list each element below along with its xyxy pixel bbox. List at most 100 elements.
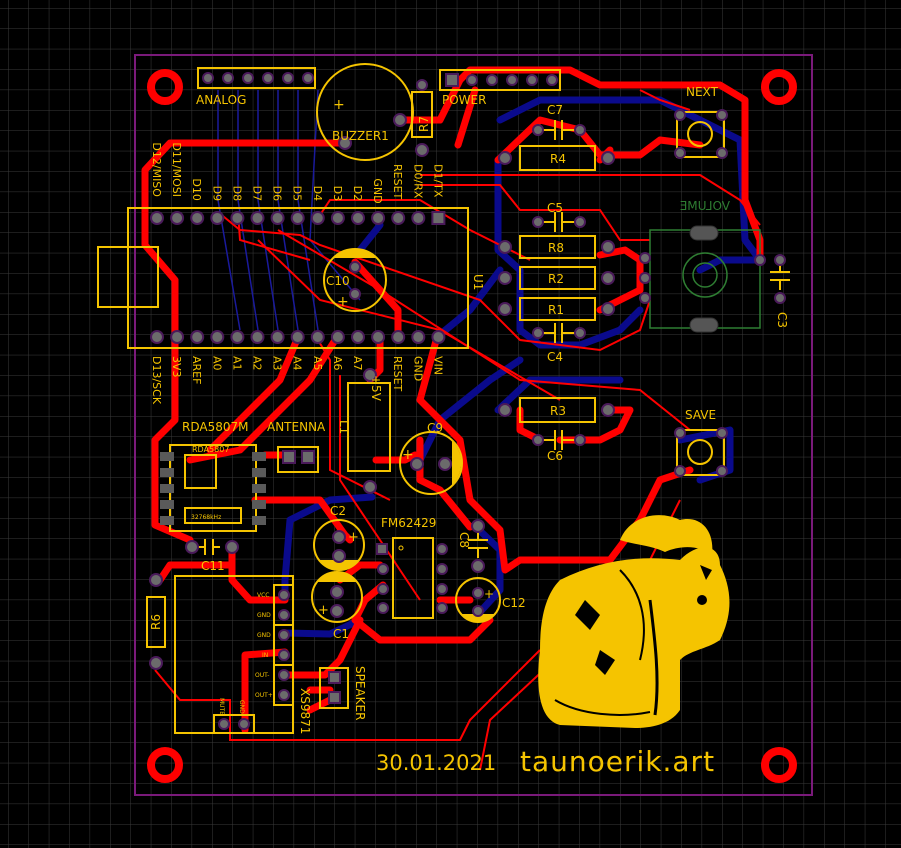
- top-pin-label: D10: [190, 178, 203, 200]
- top-pin-label: D11/MOSI: [170, 142, 183, 197]
- capacitor-c1[interactable]: C1 +: [311, 571, 363, 641]
- c2-label: C2: [330, 504, 346, 518]
- resistor-r4[interactable]: R4: [498, 145, 615, 171]
- resistor-r7[interactable]: R7: [411, 79, 433, 157]
- next-button[interactable]: NEXT: [674, 85, 728, 159]
- svg-text:+: +: [348, 530, 359, 545]
- capacitor-c12[interactable]: + C12: [455, 577, 526, 623]
- capacitor-c6[interactable]: C6: [532, 430, 586, 463]
- resistor-r6[interactable]: R6: [146, 573, 166, 670]
- analog-header[interactable]: ANALOG: [196, 67, 316, 107]
- bottom-pin-label: A6: [331, 356, 344, 371]
- save-label: SAVE: [685, 408, 716, 422]
- svg-text:+: +: [337, 294, 349, 310]
- capacitor-c4[interactable]: C4: [532, 323, 586, 364]
- r6-label: R6: [149, 614, 163, 630]
- pin-pad: [250, 330, 265, 344]
- xs9871-amplifier-module[interactable]: VCC GND GND IN OUT- OUT+ MUTE GND XS9871: [174, 575, 312, 734]
- pin-pad: [310, 211, 325, 225]
- mounting-hole-icon: [147, 69, 183, 105]
- pin-pad: [190, 211, 205, 225]
- capacitor-c3[interactable]: C3: [754, 254, 790, 328]
- buzzer-label: BUZZER1: [332, 129, 389, 143]
- resistor-r3[interactable]: R3: [498, 397, 615, 423]
- usb-connector: [97, 246, 159, 308]
- pin-pad: [190, 330, 205, 344]
- top-pin-label: D8: [230, 186, 243, 201]
- pin-pad: [411, 330, 426, 344]
- bottom-pin-label: 3V3: [170, 356, 183, 378]
- capacitor-c8[interactable]: C8: [457, 519, 488, 573]
- c9-label: C9: [427, 421, 443, 435]
- c11-label: C11: [201, 559, 225, 573]
- top-pin-label: D5: [291, 186, 304, 201]
- pin-pad: [431, 330, 446, 344]
- bottom-pin-label: GND: [411, 356, 424, 381]
- bottom-pin-label: D13/SCK: [150, 356, 163, 405]
- mounting-hole-icon: [147, 747, 183, 783]
- pin-gnd3-label: GND: [238, 700, 245, 714]
- volume-potentiometer[interactable]: VOLUME: [639, 199, 761, 333]
- svg-text:+: +: [484, 587, 494, 601]
- save-button[interactable]: SAVE: [674, 408, 728, 477]
- top-pin-label: D1/TX: [431, 164, 444, 198]
- top-pin-label: D7: [251, 186, 264, 201]
- antenna-connector[interactable]: [277, 446, 319, 473]
- capacitor-c10[interactable]: C10 +: [323, 248, 387, 312]
- capacitor-c9[interactable]: C9 +: [399, 421, 463, 495]
- antenna-label: ANTENNA: [267, 420, 326, 434]
- rda5807m-module[interactable]: RDA5807M ANTENNA RDA5807 32768kHz: [160, 420, 326, 532]
- date-label: 30.01.2021: [376, 751, 496, 775]
- bottom-pin-label: A2: [251, 356, 264, 371]
- pin-pad: [170, 211, 185, 225]
- pin-pad: [330, 211, 345, 225]
- top-pin-label: D9: [210, 186, 223, 201]
- c10-label: C10: [326, 274, 350, 288]
- c5-label: C5: [547, 201, 563, 215]
- power-header[interactable]: POWER: [439, 69, 561, 107]
- bottom-pin-label: A1: [230, 356, 243, 371]
- pin-pad: [371, 211, 386, 225]
- resistor-r1[interactable]: R1: [498, 297, 615, 321]
- pin-out-minus-label: OUT-: [255, 672, 269, 679]
- speaker-connector[interactable]: SPEAKER: [319, 666, 367, 720]
- analog-label: ANALOG: [196, 93, 246, 107]
- pin-vcc-label: VCC: [257, 592, 269, 599]
- bottom-pin-label: A4: [291, 356, 304, 371]
- capacitor-c7[interactable]: C7: [532, 103, 586, 140]
- resistor-r2[interactable]: R2: [498, 266, 615, 290]
- pin-pad: [310, 330, 325, 344]
- capacitor-c5[interactable]: C5: [532, 201, 586, 232]
- speaker-label: SPEAKER: [353, 666, 367, 720]
- capacitor-c2[interactable]: C2 +: [313, 504, 365, 571]
- bottom-pin-label: A3: [271, 356, 284, 371]
- rda5807-chip-label: RDA5807: [192, 445, 229, 454]
- bottom-pin-label: A0: [210, 356, 223, 371]
- mounting-hole-icon: [761, 69, 797, 105]
- fm62429-label: FM62429: [381, 516, 436, 530]
- signature-label: taunoerik.art: [520, 745, 715, 778]
- board-outline: [134, 54, 813, 796]
- l1-label: L1: [337, 420, 351, 434]
- top-pin-label: D2: [351, 186, 364, 201]
- c1-label: C1: [333, 627, 349, 641]
- fm62429-ic[interactable]: FM62429: [376, 516, 448, 619]
- crystal-label: 32768kHz: [191, 514, 221, 521]
- pin-pad: [230, 211, 245, 225]
- xs9871-label: XS9871: [298, 688, 312, 734]
- capacitor-c11[interactable]: C11: [185, 539, 239, 573]
- pin-pad: [351, 330, 365, 344]
- pin-pad: [150, 211, 164, 225]
- inductor-l1[interactable]: L1 +5V: [337, 368, 391, 494]
- bottom-pin-label: RESET: [391, 356, 404, 392]
- pin-pad: [150, 330, 164, 344]
- top-copper-traces: [141, 66, 764, 771]
- pin-pad: [391, 330, 406, 344]
- r4-label: R4: [550, 152, 566, 166]
- pin-pad: [230, 330, 245, 344]
- pin-pad: [270, 330, 285, 344]
- resistor-r8[interactable]: R8: [498, 235, 615, 259]
